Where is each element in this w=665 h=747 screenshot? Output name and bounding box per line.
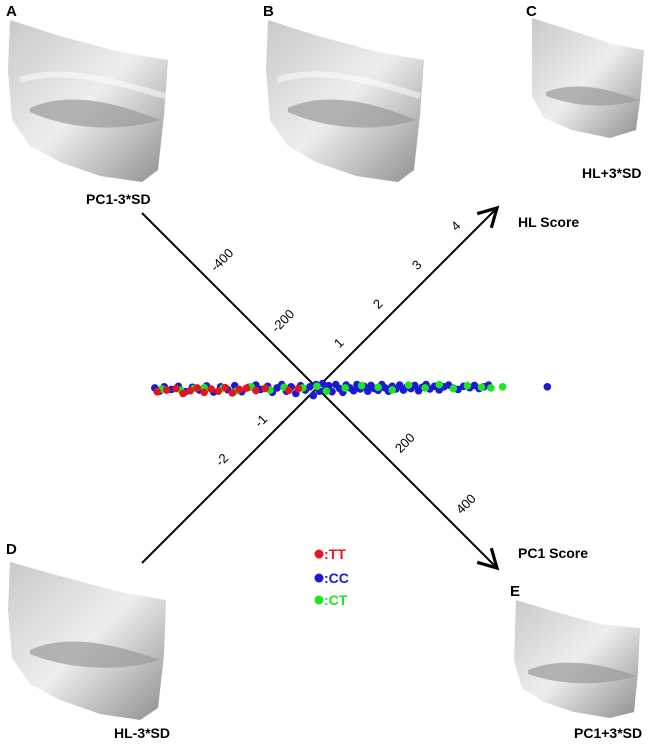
panel-e: E PC1+3*SD xyxy=(510,583,642,741)
legend-cc-marker xyxy=(314,573,324,583)
panel-b-letter: B xyxy=(263,3,274,20)
point-cc xyxy=(318,379,327,388)
legend-cc-label: :CC xyxy=(324,570,349,586)
point-tt xyxy=(228,389,237,397)
data-points xyxy=(151,379,552,400)
pc1-tick-label: 200 xyxy=(392,430,418,456)
point-tt xyxy=(153,387,161,396)
panel-c: C HL+3*SD xyxy=(526,3,644,181)
point-ct xyxy=(404,381,413,389)
point-tt xyxy=(186,386,194,395)
point-ct xyxy=(498,383,507,391)
point-tt xyxy=(179,389,187,398)
point-ct xyxy=(463,381,472,390)
point-ct xyxy=(374,383,382,392)
pc1-tick-label: -400 xyxy=(207,245,236,274)
scatter-chart: HL Score PC1 Score -2 -1 1 2 3 4 -400 -200 200 4… xyxy=(141,205,588,571)
hl-tick-label: 2 xyxy=(370,296,386,312)
pc1-score-axis-title: PC1 Score xyxy=(518,545,588,561)
legend-ct-marker xyxy=(314,595,324,605)
point-tt xyxy=(207,385,216,393)
panel-e-letter: E xyxy=(510,583,520,600)
panel-a-letter: A xyxy=(6,3,17,20)
hl-tick-label: 1 xyxy=(331,335,347,351)
point-cc xyxy=(543,383,552,391)
point-tt xyxy=(162,386,171,394)
point-cc xyxy=(328,387,336,396)
point-tt xyxy=(294,384,303,393)
point-ct xyxy=(477,383,486,392)
panel-d: D HL-3*SD xyxy=(6,541,170,741)
point-tt xyxy=(261,384,270,393)
point-tt xyxy=(235,385,244,394)
hl-tick-label: 4 xyxy=(448,218,464,234)
legend-tt-label: :TT xyxy=(324,546,346,562)
point-ct xyxy=(421,384,429,392)
point-cc xyxy=(410,381,419,390)
hl-score-axis-title: HL Score xyxy=(518,214,579,230)
hl-tick-label: -1 xyxy=(251,411,270,430)
panel-a: A PC1-3*SD xyxy=(6,3,168,207)
point-ct xyxy=(357,381,366,390)
point-ct xyxy=(449,384,458,393)
point-tt xyxy=(252,386,260,395)
point-ct xyxy=(322,387,331,396)
point-tt xyxy=(285,386,293,395)
lip-surface-e xyxy=(514,600,640,718)
point-tt xyxy=(193,384,201,392)
legend: :TT :CC :CT xyxy=(314,546,349,608)
lip-surface-a xyxy=(8,20,168,182)
hl-tick-label: 3 xyxy=(409,257,425,273)
legend-tt-marker xyxy=(314,549,324,559)
lip-surface-d xyxy=(8,562,166,720)
point-tt xyxy=(242,384,251,392)
point-ct xyxy=(313,382,321,391)
legend-ct-label: :CT xyxy=(324,592,348,608)
lip-surface-c xyxy=(532,18,644,138)
hl-tick-label: -2 xyxy=(212,450,231,469)
point-ct xyxy=(487,384,495,392)
point-tt xyxy=(221,383,230,392)
panel-d-caption: HL-3*SD xyxy=(114,725,170,741)
point-tt xyxy=(172,384,180,393)
point-tt xyxy=(200,388,208,397)
panel-c-letter: C xyxy=(526,3,537,20)
point-cc xyxy=(363,387,372,396)
point-ct xyxy=(388,386,397,394)
point-cc xyxy=(349,386,358,395)
point-tt xyxy=(214,387,223,396)
point-ct xyxy=(341,384,350,392)
panel-e-caption: PC1+3*SD xyxy=(574,725,642,741)
pc1-tick-label: 400 xyxy=(453,491,479,517)
hl-score-tick-labels: -2 -1 1 2 3 4 xyxy=(212,218,463,469)
panel-c-caption: HL+3*SD xyxy=(582,165,642,181)
point-ct xyxy=(435,380,444,389)
panel-a-caption: PC1-3*SD xyxy=(86,191,151,207)
pc1-tick-label: -200 xyxy=(268,306,297,335)
lip-surface-b xyxy=(266,20,424,182)
panel-b: B xyxy=(263,3,424,182)
point-cc xyxy=(309,391,318,400)
point-cc xyxy=(306,383,314,391)
panel-d-letter: D xyxy=(6,541,17,558)
